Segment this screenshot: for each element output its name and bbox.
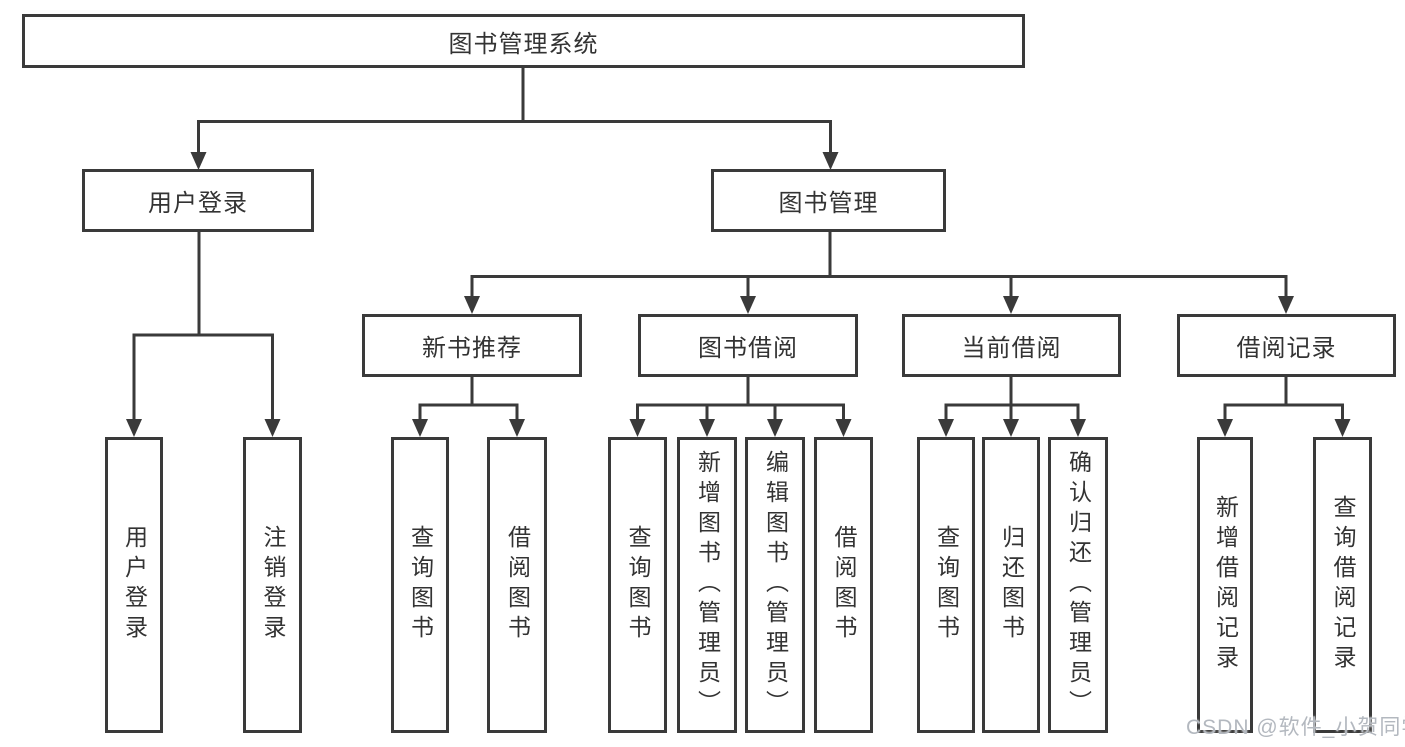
leaf-add-book-admin: 新增图书（管理员） bbox=[677, 437, 737, 733]
node-user-login: 用户登录 bbox=[82, 169, 314, 232]
connector-new-book-rec-to-leaves bbox=[412, 377, 525, 437]
node-book-management: 图书管理 bbox=[711, 169, 946, 232]
leaf-return-books: 归还图书 bbox=[982, 437, 1040, 733]
csdn-watermark: CSDN @软件_小贺同学 bbox=[1186, 716, 1405, 739]
connector-root-to-level1 bbox=[190, 68, 839, 170]
leaf-query-books-1: 查询图书 bbox=[391, 437, 449, 733]
connector-book-borrow-to-leaves bbox=[629, 377, 852, 437]
node-library-system: 图书管理系统 bbox=[22, 14, 1025, 68]
leaf-query-books-3: 查询图书 bbox=[917, 437, 975, 733]
node-new-book-recommend: 新书推荐 bbox=[362, 314, 582, 377]
connector-book-mgmt-to-level2 bbox=[464, 232, 1294, 314]
node-current-borrowing: 当前借阅 bbox=[902, 314, 1121, 377]
connector-borrow-records-to-leaves bbox=[1217, 377, 1351, 437]
leaf-query-borrow-record: 查询借阅记录 bbox=[1313, 437, 1372, 733]
connector-user-login-to-leaves bbox=[126, 232, 281, 437]
leaf-logout: 注销登录 bbox=[243, 437, 302, 733]
leaf-confirm-return-admin: 确认归还（管理员） bbox=[1048, 437, 1108, 733]
leaf-borrow-books-1: 借阅图书 bbox=[487, 437, 547, 733]
leaf-user-login: 用户登录 bbox=[105, 437, 163, 733]
leaf-query-books-2: 查询图书 bbox=[608, 437, 667, 733]
leaf-edit-book-admin: 编辑图书（管理员） bbox=[745, 437, 805, 733]
leaf-add-borrow-record: 新增借阅记录 bbox=[1197, 437, 1253, 733]
node-borrowing-records: 借阅记录 bbox=[1177, 314, 1396, 377]
connector-current-borrow-to-leaves bbox=[938, 377, 1086, 437]
node-book-borrowing: 图书借阅 bbox=[638, 314, 858, 377]
leaf-borrow-books-2: 借阅图书 bbox=[814, 437, 873, 733]
